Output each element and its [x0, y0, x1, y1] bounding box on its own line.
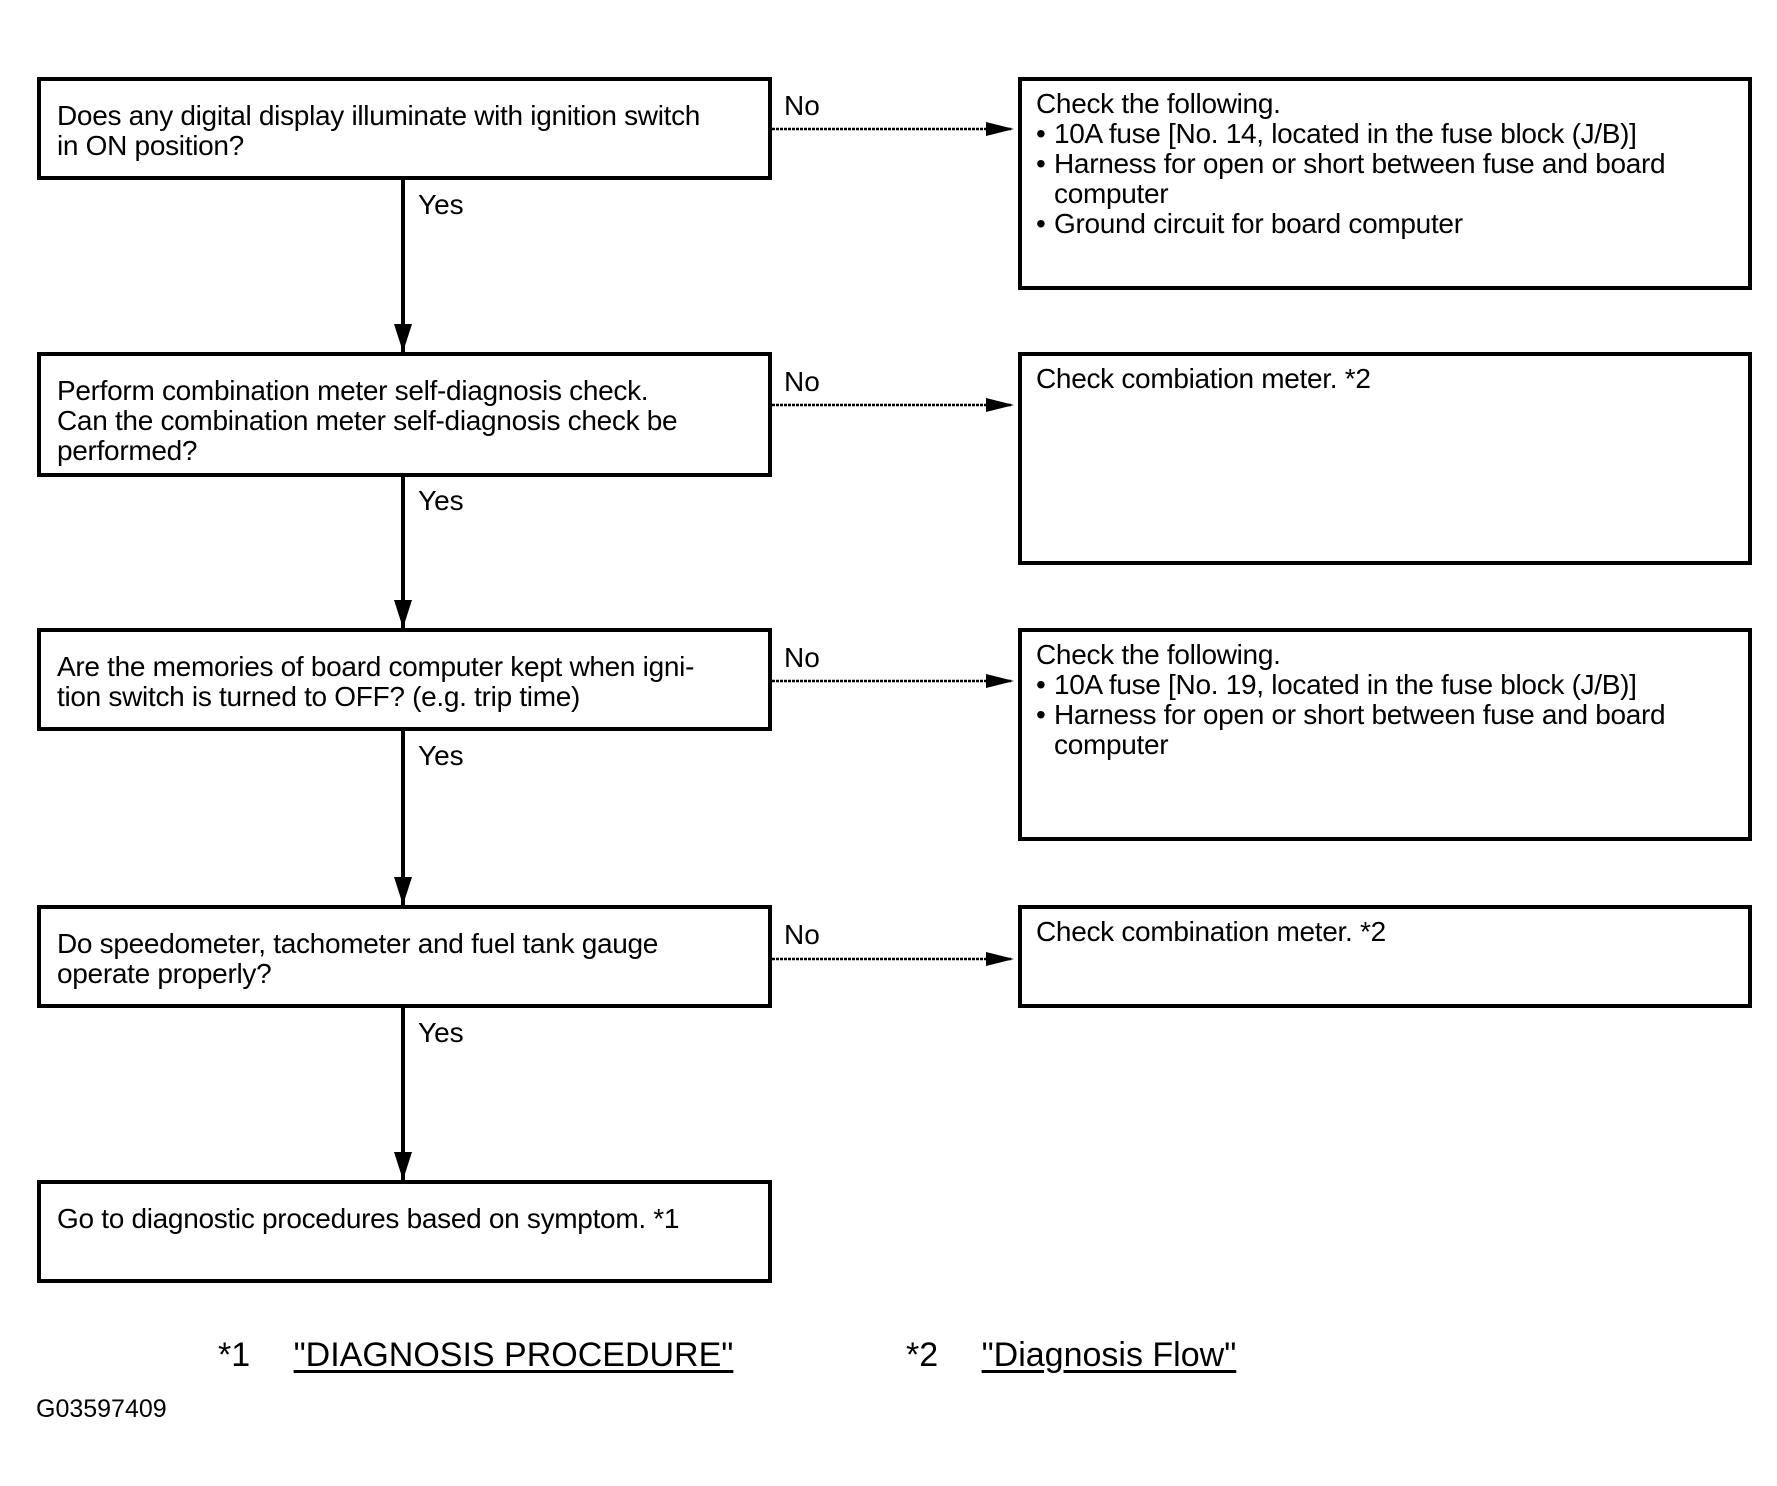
question-line: Does any digital display illuminate with…	[57, 100, 701, 131]
no-arrowhead-4	[986, 952, 1014, 966]
question-text-4: Do speedometer, tachometer and fuel tank…	[57, 929, 756, 989]
no-label-1: No	[784, 90, 820, 121]
result-text-1: Check the following. 10A fuse [No. 14, l…	[1036, 88, 1738, 240]
question-line: in ON position?	[57, 130, 244, 161]
result-heading: Check the following.	[1036, 88, 1281, 119]
check-item: Ground circuit for board computer	[1036, 209, 1738, 240]
result-heading: Check combiation meter. *2	[1036, 363, 1371, 394]
yes-label-3: Yes	[418, 740, 464, 771]
yes-label-2: Yes	[418, 485, 464, 516]
yes-arrowhead-3	[394, 877, 412, 905]
figure-id: G03597409	[36, 1395, 167, 1423]
yes-label-4: Yes	[418, 1017, 464, 1048]
question-box-1: Does any digital display illuminate with…	[37, 77, 772, 180]
check-item: 10A fuse [No. 19, located in the fuse bl…	[1036, 670, 1738, 701]
result-box-1: Check the following. 10A fuse [No. 14, l…	[1018, 77, 1752, 290]
no-label-4: No	[784, 919, 820, 950]
question-text-1: Does any digital display illuminate with…	[57, 101, 756, 161]
question-box-4: Do speedometer, tachometer and fuel tank…	[37, 905, 772, 1008]
question-line: Are the memories of board computer kept …	[57, 651, 695, 682]
result-heading: Check the following.	[1036, 639, 1281, 670]
yes-arrowhead-1	[394, 324, 412, 352]
question-line: tion switch is turned to OFF? (e.g. trip…	[57, 681, 581, 712]
result-box-2: Check combiation meter. *2	[1018, 352, 1752, 565]
footnote-1: *1 "DIAGNOSIS PROCEDURE"	[218, 1336, 733, 1374]
footnote-marker: *2	[906, 1336, 939, 1374]
result-box-3: Check the following. 10A fuse [No. 19, l…	[1018, 628, 1752, 841]
no-label-2: No	[784, 366, 820, 397]
question-box-3: Are the memories of board computer kept …	[37, 628, 772, 731]
result-text-2: Check combiation meter. *2	[1036, 364, 1738, 394]
question-line: Perform combination meter self-diagnosis…	[57, 375, 649, 406]
question-line: operate properly?	[57, 958, 272, 989]
check-item: 10A fuse [No. 14, located in the fuse bl…	[1036, 119, 1738, 150]
final-step-box: Go to diagnostic procedures based on sym…	[37, 1180, 772, 1283]
check-list: 10A fuse [No. 19, located in the fuse bl…	[1036, 670, 1738, 760]
check-item: Harness for open or short between fuse a…	[1036, 149, 1738, 209]
yes-arrowhead-2	[394, 600, 412, 628]
diagnosis-flow-link[interactable]: "Diagnosis Flow"	[981, 1336, 1237, 1374]
final-step-text: Go to diagnostic procedures based on sym…	[57, 1203, 680, 1234]
yes-label-1: Yes	[418, 189, 464, 220]
question-text-2: Perform combination meter self-diagnosis…	[57, 376, 756, 466]
check-item: Harness for open or short between fuse a…	[1036, 700, 1738, 760]
diagnosis-procedure-link[interactable]: "DIAGNOSIS PROCEDURE"	[293, 1336, 734, 1374]
question-text-3: Are the memories of board computer kept …	[57, 652, 756, 712]
footnote-marker: *1	[218, 1336, 251, 1374]
result-box-4: Check combination meter. *2	[1018, 905, 1752, 1008]
no-arrowhead-2	[986, 398, 1014, 412]
check-list: 10A fuse [No. 14, located in the fuse bl…	[1036, 119, 1738, 240]
footnote-2: *2 "Diagnosis Flow"	[906, 1336, 1236, 1374]
question-line: performed?	[57, 435, 198, 466]
result-text-3: Check the following. 10A fuse [No. 19, l…	[1036, 640, 1738, 760]
no-label-3: No	[784, 642, 820, 673]
result-heading: Check combination meter. *2	[1036, 916, 1386, 947]
result-text-4: Check combination meter. *2	[1036, 917, 1738, 947]
no-arrowhead-1	[986, 122, 1014, 136]
question-line: Can the combination meter self-diagnosis…	[57, 405, 678, 436]
no-arrowhead-3	[986, 674, 1014, 688]
question-line: Do speedometer, tachometer and fuel tank…	[57, 928, 659, 959]
question-box-2: Perform combination meter self-diagnosis…	[37, 352, 772, 477]
yes-arrowhead-4	[394, 1152, 412, 1180]
